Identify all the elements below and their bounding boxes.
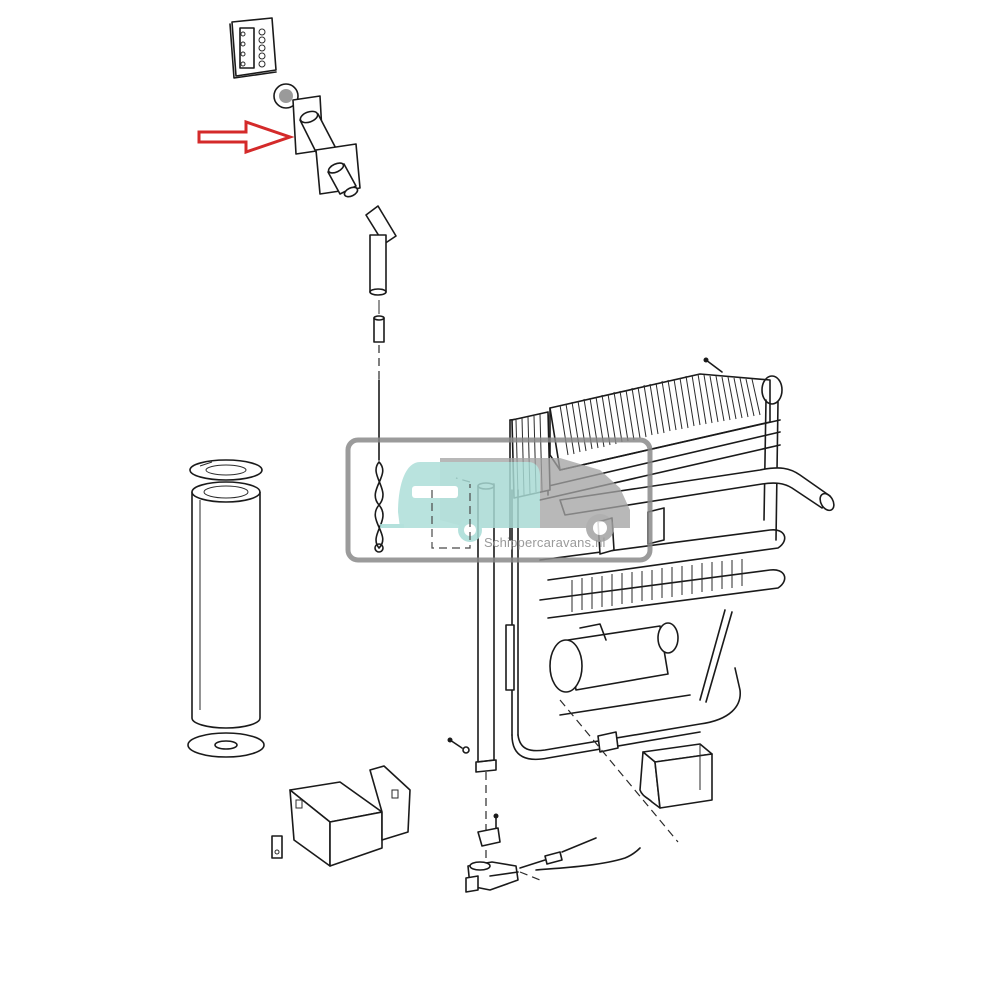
highlight-arrow: [197, 119, 295, 155]
burner-shield-bracket: [271, 765, 411, 867]
flue-baffle-with-wire: [365, 205, 397, 553]
absorber-vessel: [549, 622, 679, 693]
insulation-cylinder: [187, 459, 265, 758]
flue-tube-with-mounting-plate: [273, 83, 361, 198]
protective-cover-box: [639, 743, 713, 809]
thermocouple-cable: [519, 837, 641, 881]
watermark-logo: [345, 437, 653, 563]
watermark-text: Schippercaravans.nl: [484, 535, 606, 550]
burner-assembly: [465, 813, 519, 893]
caravan-shape: [398, 462, 540, 528]
flue-cap-grille: [229, 17, 277, 79]
